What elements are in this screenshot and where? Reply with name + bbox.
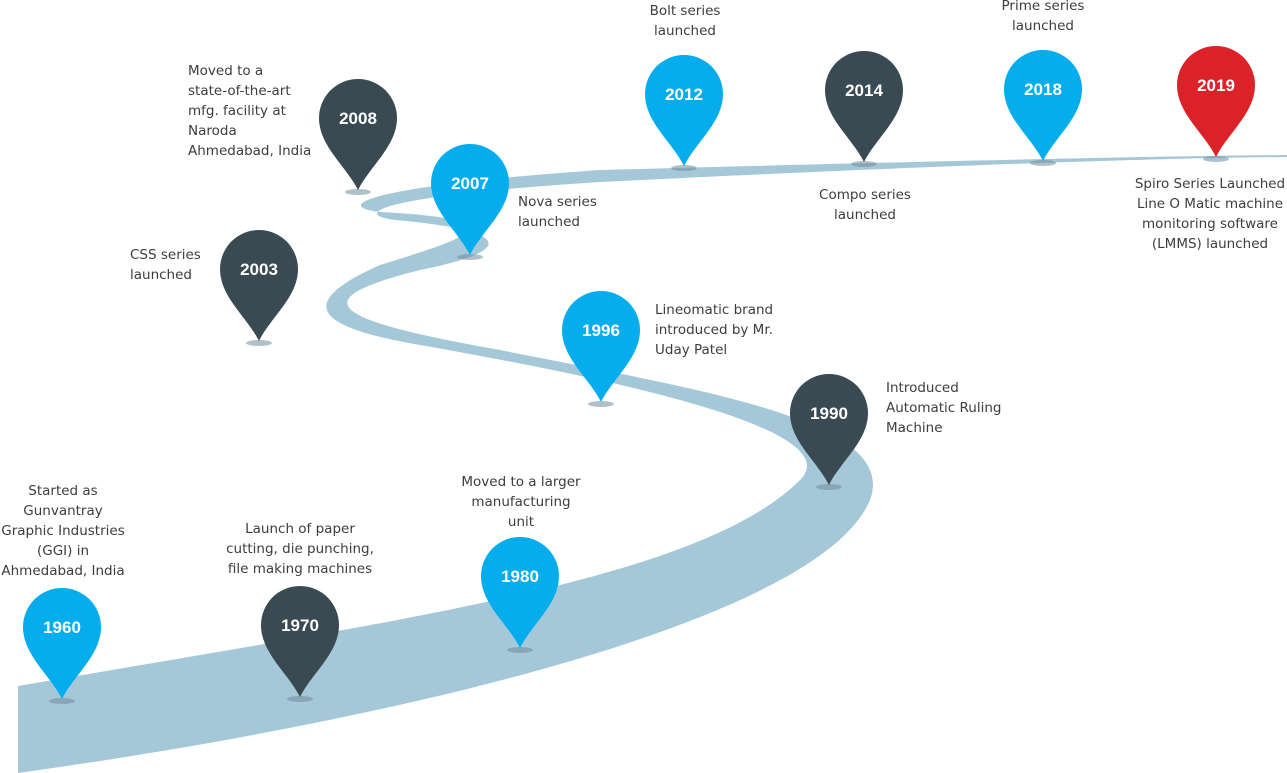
pin-1980: 1980	[481, 537, 559, 653]
milestone-2019-text: Spiro Series Launched Line O Matic machi…	[1134, 176, 1286, 252]
map-pin-icon	[23, 588, 101, 699]
pin-2014-shadow	[851, 161, 877, 167]
milestone-1990-text: Introduced Automatic Ruling Machine	[886, 380, 1002, 436]
pin-2012: 2012	[645, 55, 723, 171]
pin-2018: 2018	[1004, 50, 1082, 166]
milestone-2014-text: Compo series launched	[819, 187, 911, 223]
pin-2008: 2008	[319, 79, 397, 195]
pin-1980-shadow	[507, 647, 533, 653]
winding-road	[18, 155, 1287, 773]
pin-2007: 2007	[431, 144, 509, 260]
pin-2019-shadow	[1203, 156, 1229, 162]
pin-1970-shadow	[287, 696, 313, 702]
pin-2014: 2014	[825, 51, 903, 167]
pin-1996-shadow	[588, 401, 614, 407]
pin-year-label: 2008	[339, 109, 377, 128]
pin-year-label: 2003	[240, 260, 278, 279]
pin-1990-shadow	[816, 484, 842, 490]
map-pin-icon	[790, 374, 868, 485]
map-pin-icon	[1004, 50, 1082, 161]
pin-2003: 2003	[220, 230, 298, 346]
pin-year-label: 1970	[281, 616, 319, 635]
milestone-1970-text: Launch of paper cutting, die punching, f…	[226, 521, 374, 577]
pin-2018-shadow	[1030, 160, 1056, 166]
milestone-2003-text: CSS series launched	[130, 247, 201, 283]
map-pin-icon	[431, 144, 509, 255]
pin-1990: 1990	[790, 374, 868, 490]
milestone-2008-text: Moved to a state-of-the-art mfg. facilit…	[188, 63, 312, 159]
milestone-2018-text: Prime series launched	[1001, 0, 1085, 34]
pin-year-label: 1996	[582, 321, 620, 340]
pin-2007-shadow	[457, 254, 483, 260]
pin-1960-shadow	[49, 698, 75, 704]
pin-year-label: 2012	[665, 85, 703, 104]
map-pin-icon	[645, 55, 723, 166]
milestone-2007-text: Nova series launched	[518, 194, 597, 230]
pin-year-label: 1960	[43, 618, 81, 637]
map-pin-icon	[481, 537, 559, 648]
map-pin-icon	[220, 230, 298, 341]
map-pin-icon	[319, 79, 397, 190]
pin-2003-shadow	[246, 340, 272, 346]
map-pin-icon	[261, 585, 340, 697]
pin-1996: 1996	[562, 291, 640, 407]
map-pin-icon	[1177, 46, 1255, 157]
map-pin-icon	[562, 291, 640, 402]
pin-2012-shadow	[671, 165, 697, 171]
milestone-2012-text: Bolt series launched	[649, 3, 721, 39]
pin-2008-shadow	[345, 189, 371, 195]
pin-year-label: 1980	[501, 567, 539, 586]
map-pin-icon	[825, 51, 903, 162]
milestone-pins: 1960 1970 1980 1990 1996 2003 2007 2008 2012 2014…	[23, 46, 1255, 704]
pin-2019: 2019	[1177, 46, 1255, 162]
milestone-1996-text: Lineomatic brand introduced by Mr. Uday …	[655, 302, 774, 358]
milestone-1960-text: Started as Gunvantray Graphic Industries…	[1, 483, 125, 579]
pin-year-label: 2018	[1024, 80, 1062, 99]
pin-year-label: 2019	[1197, 76, 1235, 95]
milestone-1980-text: Moved to a larger manufacturing unit	[461, 474, 581, 530]
pin-year-label: 2007	[451, 174, 489, 193]
pin-year-label: 2014	[845, 81, 883, 100]
pin-year-label: 1990	[810, 404, 848, 423]
pin-1970: 1970	[261, 585, 340, 702]
pin-1960: 1960	[23, 588, 101, 704]
